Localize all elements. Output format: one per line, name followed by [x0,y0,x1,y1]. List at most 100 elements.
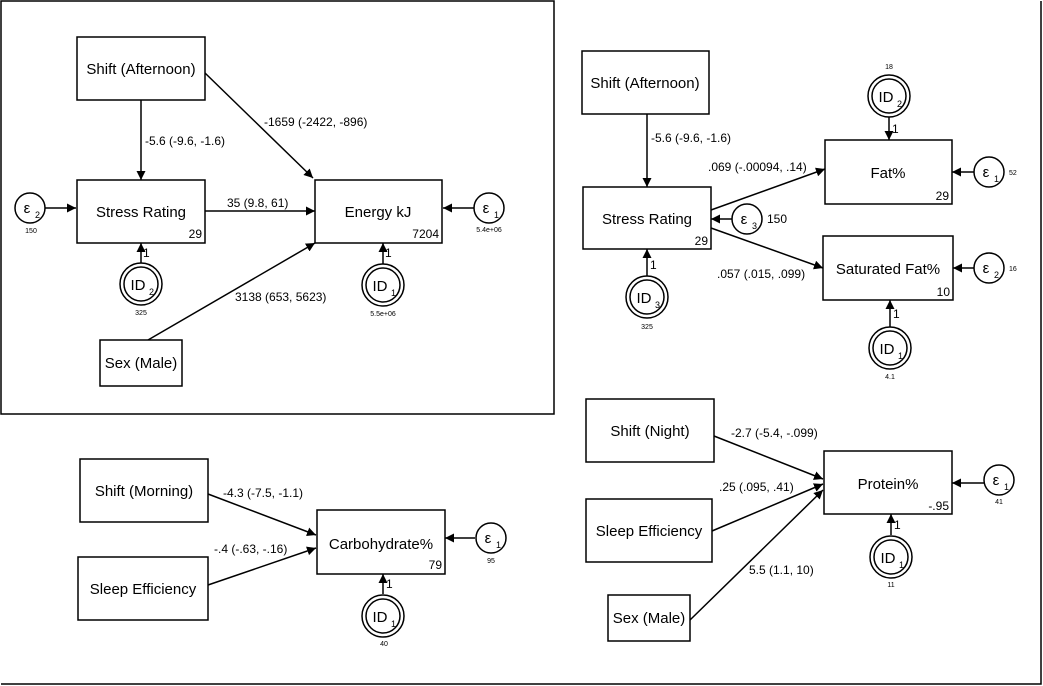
random-effect-symbol: ID [373,609,388,626]
error-variance: 52 [1009,170,1017,177]
random-effect-id1-satfat: ID 1 4.1 [868,326,912,381]
random-effect-sub: 1 [898,351,903,361]
coef-shift-protein: -2.7 (-5.4, -.099) [731,426,818,440]
node-protein: Protein% -.95 [823,450,953,515]
error-variance: 95 [487,558,495,565]
error-symbol: ε [24,200,31,217]
path-sex-to-energy [147,242,316,341]
random-effect-id3-stress: ID 3 325 [625,275,669,331]
path-shift-to-protein [713,435,824,480]
random-effect-sub: 1 [391,619,396,629]
coef-stress-fat: .069 (-.00094, .14) [708,160,807,174]
constraint-id1: 1 [385,246,392,260]
node-intercept: 29 [695,234,709,248]
node-label: Stress Rating [602,211,692,228]
error-symbol: ε [741,211,748,228]
path-shift-to-carb [207,493,317,537]
error-sub: 1 [994,174,999,184]
random-effect-sub: 2 [897,99,902,109]
error-e1-carb: ε 1 95 [475,522,507,565]
error-e2-satfat: ε 2 16 [973,252,1017,284]
error-symbol: ε [993,472,1000,489]
error-variance: 5.4e+06 [476,227,502,234]
constraint-id1: 1 [386,577,393,591]
node-shift-afternoon: Shift (Afternoon) [581,50,710,115]
node-shift-afternoon: Shift (Afternoon) [76,36,206,101]
path-sleep-to-carb [207,546,317,586]
random-effect-symbol: ID [637,290,652,307]
coef-sleep-protein: .25 (.095, .41) [719,480,794,494]
node-intercept: 29 [189,227,203,241]
node-label: Saturated Fat% [836,261,940,278]
random-effect-sub: 1 [391,288,396,298]
random-effect-symbol: ID [131,277,146,294]
node-label: Sleep Efficiency [596,523,703,540]
error-sub: 2 [994,270,999,280]
protein-panel: -2.7 (-5.4, -.099) .25 (.095, .41) 5.5 (… [585,398,1015,642]
path-stress-to-satfat [710,227,824,270]
random-effect-variance: 5.5e+06 [370,311,396,318]
carbohydrate-panel: -4.3 (-7.5, -1.1) -.4 (-.63, -.16) 1 Shi… [77,458,507,648]
node-intercept: 7204 [412,227,439,241]
random-effect-variance: 40 [380,641,388,648]
random-effect-variance: 325 [135,310,147,317]
error-variance: 150 [25,228,37,235]
error-symbol: ε [983,260,990,277]
node-label: Sex (Male) [105,355,178,372]
path-shift-to-energy [204,72,314,179]
coef-stress-energy: 35 (9.8, 61) [227,196,288,210]
node-label: Stress Rating [96,204,186,221]
node-energy-kj: Energy kJ 7204 [314,179,443,244]
random-effect-variance: 18 [885,64,893,71]
path-stress-to-fat [710,167,826,211]
error-sub: 3 [752,221,757,231]
node-fat: Fat% 29 [824,139,953,205]
coef-shift-energy: -1659 (-2422, -896) [264,115,367,129]
random-effect-variance: 325 [641,324,653,331]
constraint-id2: 1 [143,246,150,260]
node-shift-night: Shift (Night) [585,398,715,463]
node-intercept: -.95 [928,499,949,513]
node-intercept: 79 [429,558,443,572]
node-sleep-efficiency: Sleep Efficiency [585,498,713,563]
energy-panel: -5.6 (-9.6, -1.6) -1659 (-2422, -896) 35… [14,36,505,387]
node-saturated-fat: Saturated Fat% 10 [822,235,954,301]
node-stress-rating: Stress Rating 29 [76,179,206,244]
node-sex-male: Sex (Male) [99,339,183,387]
node-stress-rating: Stress Rating 29 [582,186,712,250]
constraint-id1: 1 [894,518,901,532]
error-e2-stress: ε 2 150 [14,192,46,235]
node-label: Shift (Night) [610,423,689,440]
path-sleep-to-protein [711,483,824,532]
random-effect-symbol: ID [880,341,895,358]
node-label: Shift (Afternoon) [86,61,195,78]
node-label: Shift (Afternoon) [590,75,699,92]
coef-sleep-carb: -.4 (-.63, -.16) [214,542,287,556]
error-variance: 16 [1009,266,1017,273]
random-effect-symbol: ID [881,550,896,567]
random-effect-id1-carb: ID 1 40 [361,594,405,648]
coef-shift-stress: -5.6 (-9.6, -1.6) [145,134,225,148]
node-label: Carbohydrate% [329,536,433,553]
error-e1-protein: ε 1 41 [983,464,1015,506]
energy-panel-frame [0,0,555,415]
node-shift-morning: Shift (Morning) [79,458,209,523]
constraint-id3: 1 [650,258,657,272]
random-effect-symbol: ID [373,278,388,295]
error-e1-energy: ε 1 5.4e+06 [473,192,505,234]
error-variance: 41 [995,499,1003,506]
error-symbol: ε [983,164,990,181]
coef-shift-carb: -4.3 (-7.5, -1.1) [223,486,303,500]
node-label: Sleep Efficiency [90,581,197,598]
error-sub: 1 [496,540,501,550]
random-effect-sub: 2 [149,287,154,297]
error-sub: 1 [494,210,499,220]
random-effect-id2-stress: ID 2 325 [119,262,163,317]
constraint-id1: 1 [893,307,900,321]
coef-stress-satfat: .057 (.015, .099) [717,267,805,281]
random-effect-sub: 3 [655,300,660,310]
random-effect-id1-protein: ID 1 11 [869,535,913,589]
error-e1-fat: ε 1 52 [973,156,1017,188]
